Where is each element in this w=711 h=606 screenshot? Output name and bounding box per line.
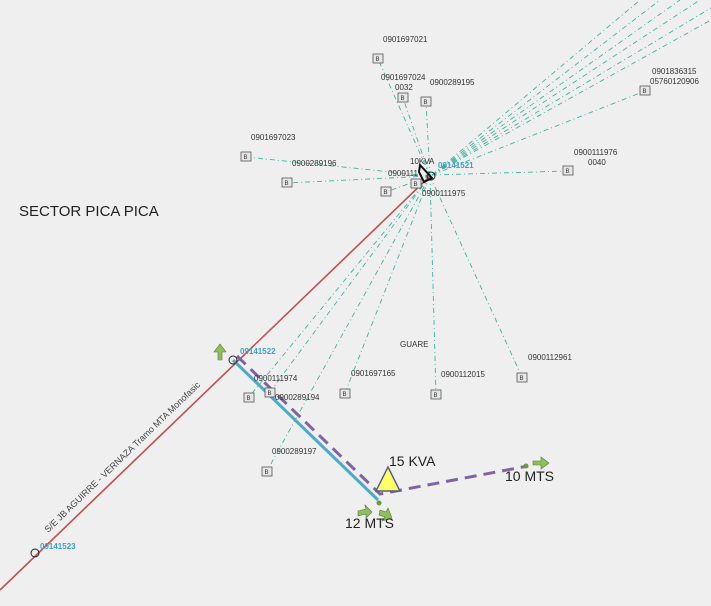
svg-text:B: B [376,57,380,63]
primary-feeder-line[interactable] [0,175,431,591]
sector-label: SECTOR PICA PICA [19,203,159,220]
meter-box[interactable]: B [264,387,276,398]
service-drops-fan [431,0,711,176]
meter-label: 0900289197 [272,447,317,456]
meter-label: 10KVA [410,157,435,166]
node-label-09141522: 09141522 [240,347,276,356]
svg-text:B: B [424,100,428,106]
meter-label: 0900112961 [528,353,572,362]
meter-label: 0900289195 [430,78,475,87]
svg-text:B: B [414,182,418,188]
arrow-icon [213,343,550,522]
meter-box[interactable]: B [639,85,651,96]
meter-label: 0900289196 [292,159,337,168]
transformer-label: 15 KVA [389,453,436,469]
meter-box[interactable]: B [430,389,442,400]
meter-box[interactable]: B [380,186,392,197]
service-drops [245,58,523,472]
meter-label: 0900289194 [275,393,320,402]
meter-label: 0900112015 [441,370,485,379]
meter-box[interactable]: B [420,96,432,107]
svg-text:B: B [520,376,524,382]
endpoint-marker [376,500,382,506]
node-09141523[interactable] [30,548,40,558]
meter-label: 0900111975 [422,189,466,198]
meter-label: 0040 [588,158,606,167]
hub-cluster-icon [417,162,434,184]
meter-box[interactable]: B [562,165,574,176]
node-09141521[interactable] [426,171,436,181]
meter-box[interactable]: B [372,53,384,64]
distance-label-10: 10 MTS [505,468,554,484]
svg-text:B: B [401,96,405,102]
meter-boxes: B B B B B B B B B B B B B B B [240,53,651,477]
transformer-icon[interactable] [374,465,402,492]
svg-text:B: B [434,393,438,399]
endpoint-marker [523,463,529,469]
node-label-09141521: 09141521 [438,161,474,170]
meter-label: 0900111 [388,169,419,178]
meter-label: 0901697021 [383,35,428,44]
svg-text:B: B [285,181,289,187]
meter-label: 05760120906 [650,77,699,86]
meter-box[interactable]: B [410,178,422,189]
distance-label-12: 12 MTS [345,515,394,531]
meter-box[interactable]: B [243,392,255,403]
svg-text:B: B [343,392,347,398]
svg-text:B: B [247,396,251,402]
new-line-segment[interactable] [231,358,380,502]
svg-text:B: B [268,391,272,397]
meter-box[interactable]: B [339,388,351,399]
svg-text:B: B [384,190,388,196]
meter-box[interactable]: B [281,177,293,188]
planned-line-segment[interactable] [235,354,529,496]
meter-labels: 0901697021 0901697024 0032 0900289195 09… [251,35,699,456]
meter-label: GUARE [400,340,428,349]
node-09141522[interactable] [228,355,238,365]
meter-label: 0901836315 [652,67,697,76]
meter-label: 0901697024 [381,73,426,82]
meter-label: 0901697165 [351,369,396,378]
node-label-09141523: 09141523 [40,542,76,551]
meter-box[interactable]: B [261,466,273,477]
meter-label: 0900111976 [574,148,618,157]
meter-label: 0032 [395,83,413,92]
meter-label: 0900111974 [254,374,298,383]
meter-box[interactable]: B [240,151,252,162]
meter-box[interactable]: B [397,92,409,103]
meter-box[interactable]: B [516,372,528,383]
svg-text:B: B [265,470,269,476]
meter-label: 0901697023 [251,133,296,142]
svg-text:B: B [643,89,647,95]
svg-text:B: B [566,169,570,175]
svg-text:B: B [244,155,248,161]
